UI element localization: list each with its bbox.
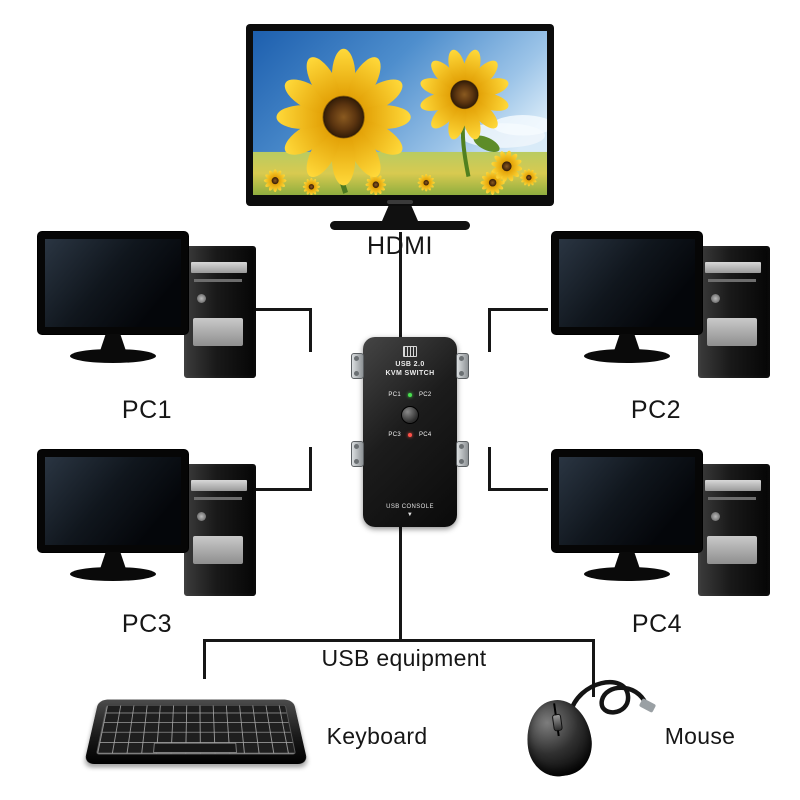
- kvm-port-label-pc3: PC3: [388, 432, 401, 438]
- front-panel: [193, 536, 243, 564]
- mouse-label: Mouse: [664, 723, 736, 749]
- keyboard: [84, 699, 308, 764]
- power-button: [711, 512, 720, 521]
- connection-line-pc2-v: [488, 308, 491, 352]
- sunflower-image: [253, 31, 547, 195]
- mouse-body: [522, 695, 596, 781]
- power-button: [711, 294, 720, 303]
- connection-line-usb-bus: [203, 639, 595, 642]
- connection-line-pc4-v: [488, 447, 491, 491]
- front-panel: [707, 318, 757, 346]
- vga-port-4: [456, 441, 469, 467]
- hdmi-tv: [246, 24, 554, 206]
- pc1-unit: [38, 232, 256, 384]
- monitor-screen: [559, 457, 695, 545]
- monitor-stand-neck: [100, 552, 126, 569]
- usb-console-text: USB CONSOLE: [386, 504, 434, 510]
- connection-line-pc1-h: [252, 308, 312, 311]
- computer-tower: [698, 464, 770, 596]
- front-panel: [707, 536, 757, 564]
- tv-screen: [253, 31, 547, 195]
- connection-line-mouse: [592, 639, 595, 697]
- monitor-screen: [559, 239, 695, 327]
- spacebar: [153, 742, 238, 753]
- monitor-stand-base: [70, 349, 156, 363]
- monitor-stand-base: [70, 567, 156, 581]
- monitor-screen: [45, 239, 181, 327]
- pc4-label: PC4: [631, 610, 683, 638]
- monitor: [38, 232, 188, 334]
- optical-drive: [705, 480, 761, 491]
- drive-slot: [194, 497, 242, 500]
- front-panel: [193, 318, 243, 346]
- optical-drive: [191, 262, 247, 273]
- monitor: [552, 232, 702, 334]
- tv-stand-base: [330, 221, 470, 230]
- monitor-screen: [45, 457, 181, 545]
- optical-drive: [705, 262, 761, 273]
- drive-slot: [708, 279, 756, 282]
- pc3-label: PC3: [121, 610, 173, 638]
- usb-equipment-label: USB equipment: [321, 645, 487, 671]
- pc2-label: PC2: [630, 396, 682, 424]
- tv-brand-logo: [387, 200, 413, 204]
- monitor-stand-neck: [614, 552, 640, 569]
- connection-line-tv-to-switch: [399, 232, 402, 338]
- keyboard-label: Keyboard: [326, 723, 428, 749]
- vga-port-2: [456, 353, 469, 379]
- pc1-led: [408, 393, 412, 397]
- kvm-select-button: [401, 406, 419, 424]
- connection-line-pc3-h: [252, 488, 312, 491]
- computer-tower: [184, 246, 256, 378]
- monitor: [38, 450, 188, 552]
- down-arrow-icon: ▼: [406, 512, 414, 518]
- connection-line-keyboard: [203, 639, 206, 679]
- tv-stand-neck: [382, 206, 418, 221]
- monitor: [552, 450, 702, 552]
- kvm-port-label-pc2: PC2: [419, 392, 432, 398]
- mouse-cable: [567, 679, 656, 717]
- power-button: [197, 294, 206, 303]
- computer-tower: [184, 464, 256, 596]
- kvm-title-line1: USB 2.0: [395, 361, 425, 368]
- pc3-unit: [38, 450, 256, 602]
- monitor-stand-base: [584, 349, 670, 363]
- pc4-unit: [552, 450, 770, 602]
- monitor-stand-neck: [100, 334, 126, 351]
- connection-line-switch-to-usb: [399, 527, 402, 639]
- connection-line-pc2-h: [488, 308, 548, 311]
- computer-tower: [698, 246, 770, 378]
- kvm-port-label-pc1: PC1: [388, 392, 401, 398]
- kvm-port-label-pc4: PC4: [419, 432, 432, 438]
- kvm-title-line2: KVM SWITCH: [385, 370, 435, 377]
- mouse: [522, 695, 596, 781]
- vga-port-3: [351, 441, 364, 467]
- hdmi-label: HDMI: [367, 232, 433, 260]
- vga-icon: [403, 346, 417, 357]
- pc3-led: [408, 433, 412, 437]
- connection-line-pc4-h: [488, 488, 548, 491]
- kvm-console-label: USB CONSOLE ▼: [363, 503, 457, 519]
- kvm-switch: USB 2.0 KVM SWITCH PC1 PC2 PC3 PC4 USB C…: [351, 337, 469, 527]
- usb-plug-icon: [639, 698, 656, 713]
- connection-line-pc3-v: [309, 447, 312, 491]
- optical-drive: [191, 480, 247, 491]
- drive-slot: [194, 279, 242, 282]
- drive-slot: [708, 497, 756, 500]
- pc1-label: PC1: [121, 396, 173, 424]
- monitor-stand-base: [584, 567, 670, 581]
- connection-line-pc1-v: [309, 308, 312, 352]
- monitor-stand-neck: [614, 334, 640, 351]
- power-button: [197, 512, 206, 521]
- vga-port-1: [351, 353, 364, 379]
- pc2-unit: [552, 232, 770, 384]
